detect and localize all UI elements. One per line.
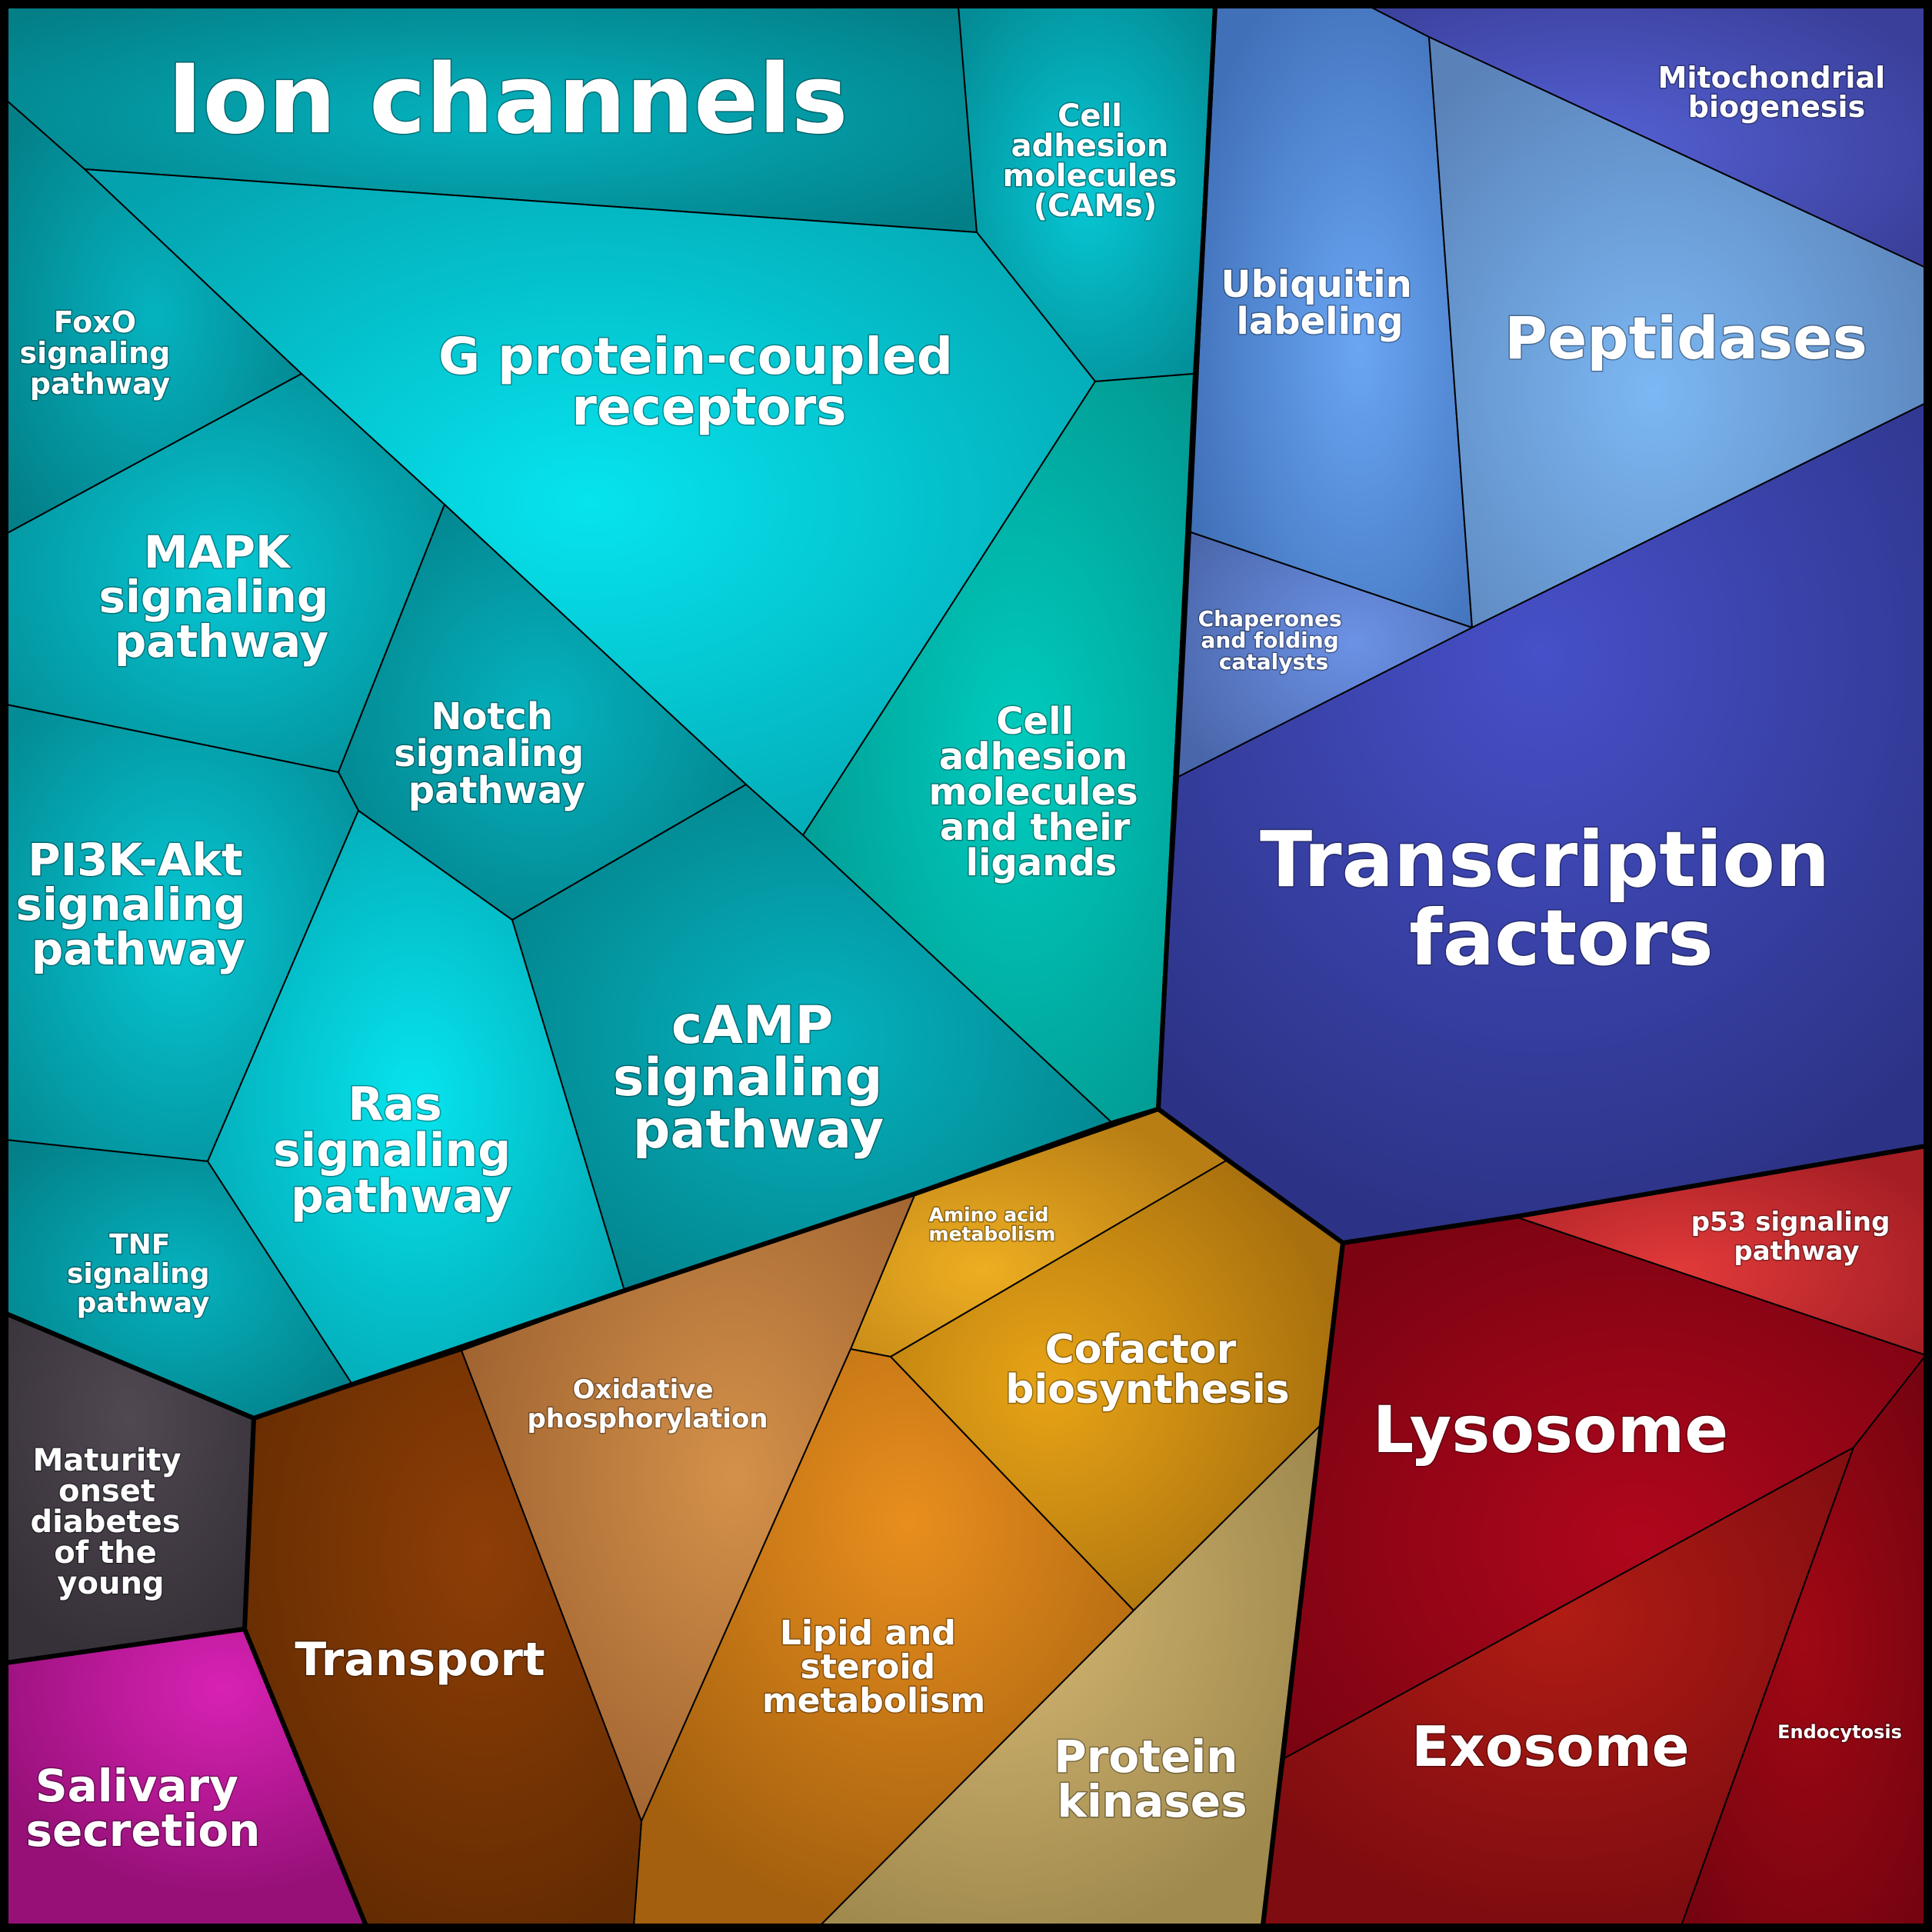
label-gpcr: G protein-coupled receptors <box>438 327 971 437</box>
label-tnf: TNF signaling pathway <box>67 1229 219 1319</box>
label-camp: cAMP signaling pathway <box>613 995 901 1161</box>
label-foxo: FoxO signaling pathway <box>19 305 180 401</box>
label-ion-channels: Ion channels <box>167 45 848 155</box>
label-pi3k: PI3K-Akt signaling pathway <box>15 834 261 975</box>
label-lipid: Lipid and steroid metabolism <box>762 1614 985 1720</box>
label-exosome: Exosome <box>1411 1714 1689 1779</box>
label-transport: Transport <box>295 1633 545 1687</box>
label-mapk: MAPK signaling pathway <box>98 526 344 668</box>
label-ubiquitin: Ubiquitin labeling <box>1221 263 1424 343</box>
label-p53: p53 signaling pathway <box>1691 1207 1900 1267</box>
label-peptidases: Peptidases <box>1504 304 1867 372</box>
label-endocytosis: Endocytosis <box>1777 1721 1902 1743</box>
label-salivary: Salivary secretion <box>26 1760 261 1857</box>
label-kinases: Protein kinases <box>1054 1730 1253 1827</box>
label-mito: Mitochondrial biogenesis <box>1658 61 1896 124</box>
labels: Ion channels Cell adhesion molecules (CA… <box>15 44 1903 1858</box>
label-oxphos: Oxidative phosphorylation <box>527 1374 768 1434</box>
label-lysosome: Lysosome <box>1373 1392 1729 1467</box>
label-cam-ligands: Cell adhesion molecules and their ligand… <box>929 700 1151 884</box>
label-chaperones: Chaperones and folding catalysts <box>1198 606 1350 675</box>
label-mody: Maturity onset diabetes of the young <box>30 1443 192 1601</box>
label-amino: Amino acid metabolism <box>929 1204 1056 1245</box>
label-notch: Notch signaling pathway <box>394 695 597 812</box>
label-cofactor: Cofactor biosynthesis <box>1005 1327 1290 1413</box>
label-cams: Cell adhesion molecules (CAMs) <box>1003 98 1188 224</box>
label-ras: Ras signaling pathway <box>273 1078 527 1224</box>
label-tf: Transcription factors <box>1260 814 1857 983</box>
